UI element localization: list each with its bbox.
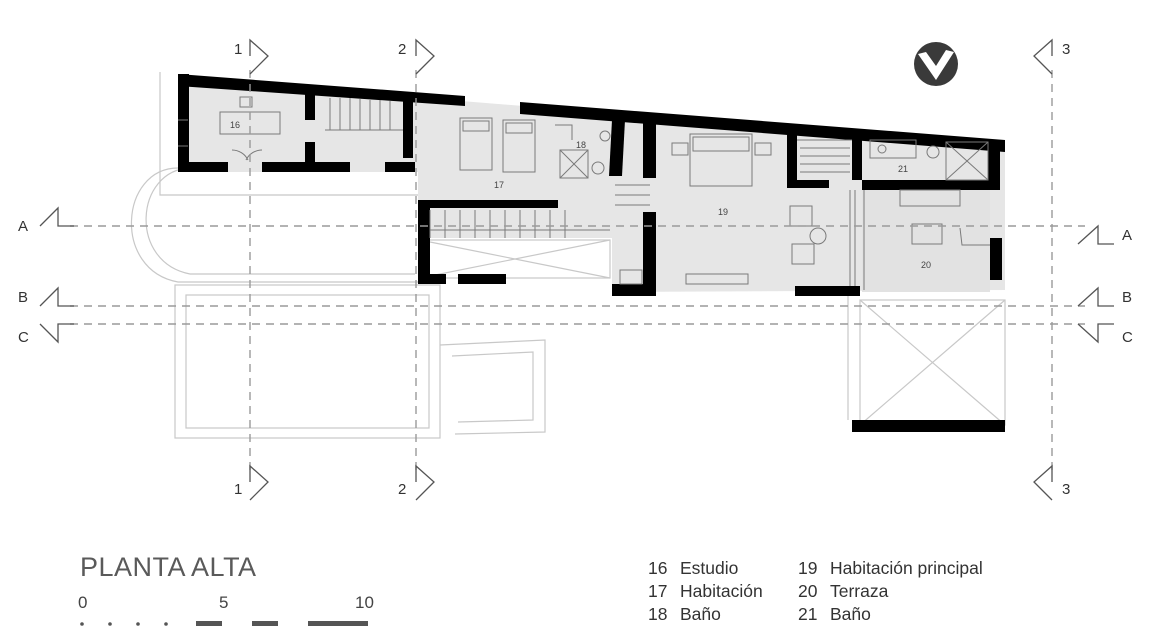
- scale-tick-0: 0: [78, 593, 88, 612]
- walls: [178, 74, 1005, 432]
- scale-tick-10: 10: [355, 593, 374, 612]
- legend-num: 20: [798, 581, 818, 601]
- legend-item: 17 Habitación: [648, 580, 763, 603]
- scale-tick-5: 5: [219, 593, 229, 612]
- legend-label: Terraza: [830, 581, 889, 601]
- room-tag-17: 17: [494, 180, 504, 190]
- section-3-bottom: 3: [1062, 481, 1070, 498]
- legend-label: Habitación: [680, 581, 763, 601]
- legend-item: 20 Terraza: [798, 580, 983, 603]
- section-b-left: B: [18, 289, 28, 306]
- legend-item: 21 Baño: [798, 603, 983, 626]
- legend-item: 16 Estudio: [648, 557, 763, 580]
- legend-label: Baño: [680, 604, 721, 624]
- section-1-top: 1: [234, 41, 242, 58]
- scale-bar: [80, 621, 368, 626]
- legend-left: 16 Estudio 17 Habitación 18 Baño: [648, 557, 763, 626]
- section-labels: A A B B C C 1 2 3 1 2 3: [18, 41, 1133, 498]
- section-3-top: 3: [1062, 41, 1070, 58]
- room-tag-18: 18: [576, 140, 586, 150]
- legend-num: 19: [798, 558, 818, 578]
- room-tag-16: 16: [230, 120, 240, 130]
- section-2-bottom: 2: [398, 481, 406, 498]
- section-2-top: 2: [398, 41, 406, 58]
- section-a-left: A: [18, 218, 28, 235]
- legend-right: 19 Habitación principal 20 Terraza 21 Baño: [798, 557, 983, 626]
- legend-item: 19 Habitación principal: [798, 557, 983, 580]
- room-tag-21: 21: [898, 164, 908, 174]
- legend-label: Habitación principal: [830, 558, 983, 578]
- section-a-right: A: [1122, 227, 1132, 244]
- lower-level-outline: [130, 72, 1006, 439]
- legend-item: 18 Baño: [648, 603, 763, 626]
- legend-num: 18: [648, 604, 668, 624]
- legend-num: 21: [798, 604, 818, 624]
- room-tag-19: 19: [718, 207, 728, 217]
- legend-num: 16: [648, 558, 668, 578]
- room-tags: 16 17 18 19 20 21: [230, 120, 931, 270]
- section-c-right: C: [1122, 329, 1133, 346]
- legend-label: Estudio: [680, 558, 739, 578]
- legend-label: Baño: [830, 604, 871, 624]
- terrace-floor: [862, 188, 990, 292]
- plan-title: PLANTA ALTA: [80, 552, 257, 582]
- section-b-right: B: [1122, 289, 1132, 306]
- section-1-bottom: 1: [234, 481, 242, 498]
- section-lines: [70, 70, 1085, 470]
- legend-num: 17: [648, 581, 668, 601]
- section-markers: [39, 38, 1114, 501]
- room-tag-20: 20: [921, 260, 931, 270]
- north-logo-icon: [914, 42, 958, 86]
- section-c-left: C: [18, 329, 29, 346]
